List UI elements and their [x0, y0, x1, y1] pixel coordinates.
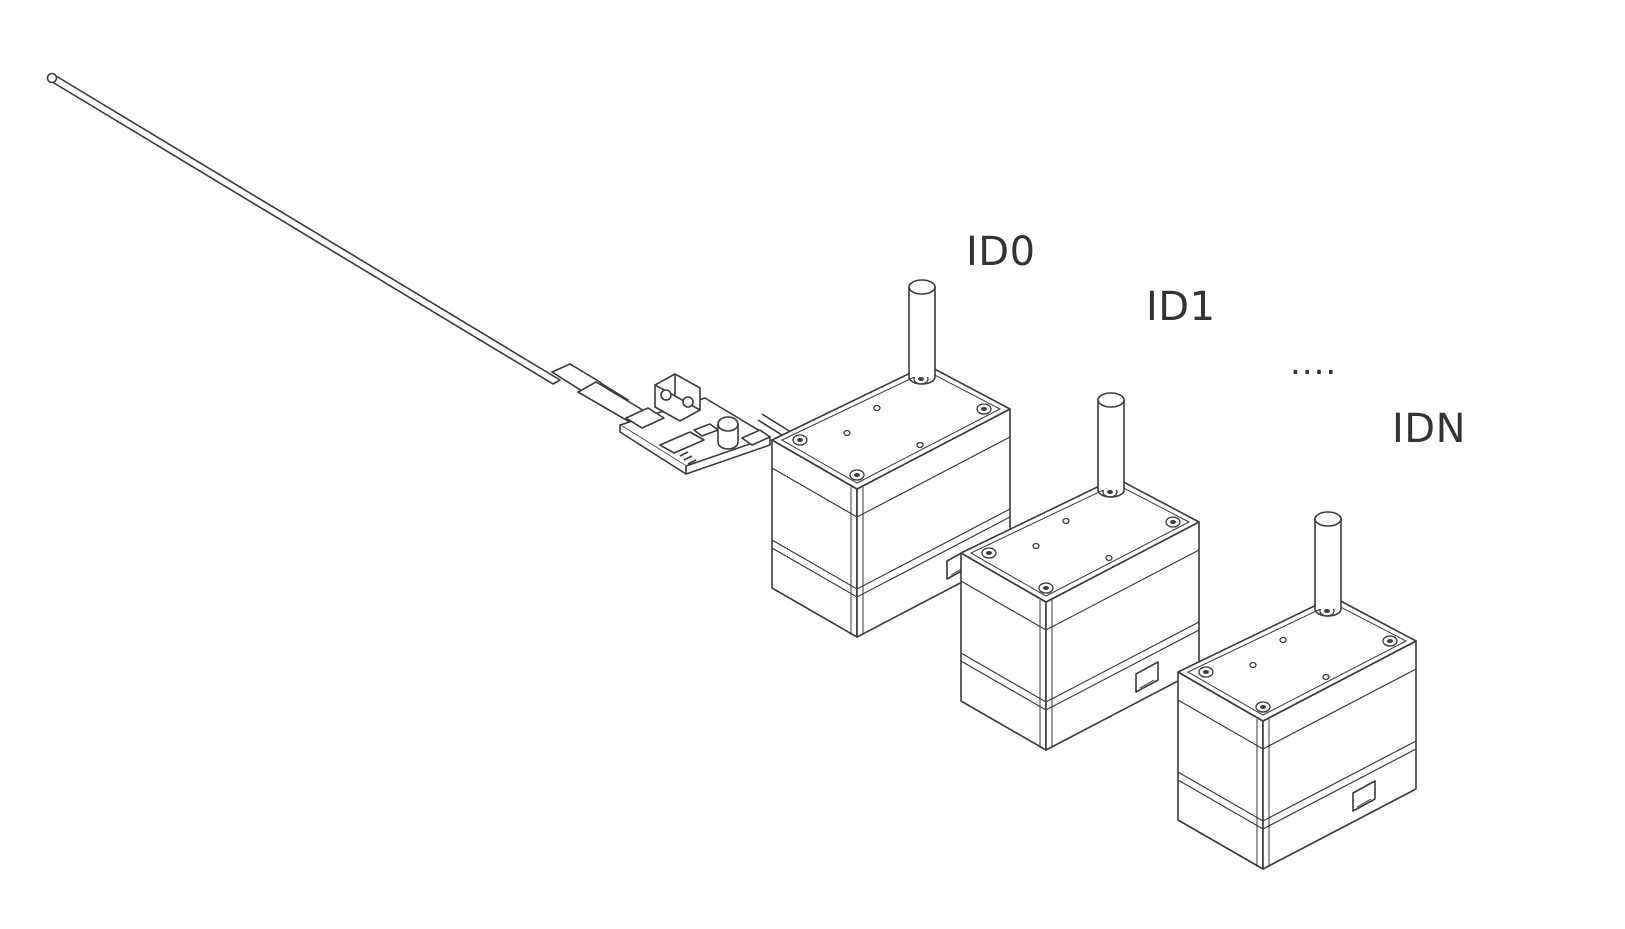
servo-top-face: [960, 477, 1200, 603]
screw-head: [1107, 490, 1113, 494]
servo-seam-line: [960, 621, 1200, 703]
servo-idn-label: IDN: [1392, 406, 1467, 452]
screw-head: [1324, 609, 1330, 613]
screw-head: [1043, 586, 1049, 590]
connector-pins: [1139, 679, 1155, 689]
screw-icon: [1105, 554, 1113, 562]
screw-icon: [873, 404, 881, 412]
output-shaft: [1097, 399, 1125, 490]
screw-head: [854, 473, 860, 477]
servo-motor-icon-id1: [960, 392, 1200, 751]
servo-seam-line: [771, 516, 1011, 598]
screw-head: [1260, 705, 1266, 709]
screw-head: [918, 377, 924, 381]
servo-top-bevel: [780, 370, 1002, 484]
output-shaft-base: [908, 376, 936, 385]
servo-seam-line: [1177, 740, 1417, 822]
screw-icon: [843, 429, 851, 437]
servo-motor-icon-idn: [1177, 511, 1417, 870]
screw-icon: [1279, 636, 1287, 644]
screw-head: [1387, 639, 1393, 643]
screw-icon: [916, 441, 924, 449]
servo-top-face: [771, 364, 1011, 490]
output-shaft-top: [908, 279, 936, 295]
output-shaft: [908, 286, 936, 377]
output-shaft-top: [1097, 392, 1125, 408]
servo-seam-line: [771, 508, 1011, 590]
servo-seam-line: [1177, 748, 1417, 830]
servo-seam-line: [771, 436, 1011, 518]
screw-icon: [1249, 661, 1257, 669]
connector-port-icon: [1135, 661, 1159, 693]
servo-seam-line: [960, 629, 1200, 711]
servo-top-bevel: [969, 483, 1191, 597]
controller-board-icon: [619, 373, 771, 475]
screw-head: [1203, 670, 1209, 674]
servo-top-bevel: [1186, 602, 1408, 716]
servo-id1-label: ID1: [1146, 284, 1216, 330]
servo-seam-line: [960, 549, 1200, 631]
screw-icon: [1322, 673, 1330, 681]
output-shaft: [1314, 518, 1342, 609]
output-shaft-top: [1314, 511, 1342, 527]
screw-head: [1170, 520, 1176, 524]
servo-top-face: [1177, 596, 1417, 722]
screw-icon: [1032, 542, 1040, 550]
screw-head: [981, 407, 987, 411]
connector-pins: [1356, 798, 1372, 808]
screw-head: [986, 551, 992, 555]
output-shaft-base: [1314, 608, 1342, 617]
ellipsis-label: ....: [1290, 343, 1338, 383]
screw-icon: [1062, 517, 1070, 525]
servo-id0-label: ID0: [966, 229, 1036, 275]
servo-seam-line: [1177, 668, 1417, 750]
servo-motor-icon-id0: [771, 279, 1011, 638]
connector-port-icon: [1352, 780, 1376, 812]
screw-head: [797, 438, 803, 442]
usb-cable-icon: [46, 72, 658, 429]
output-shaft-base: [1097, 489, 1125, 498]
